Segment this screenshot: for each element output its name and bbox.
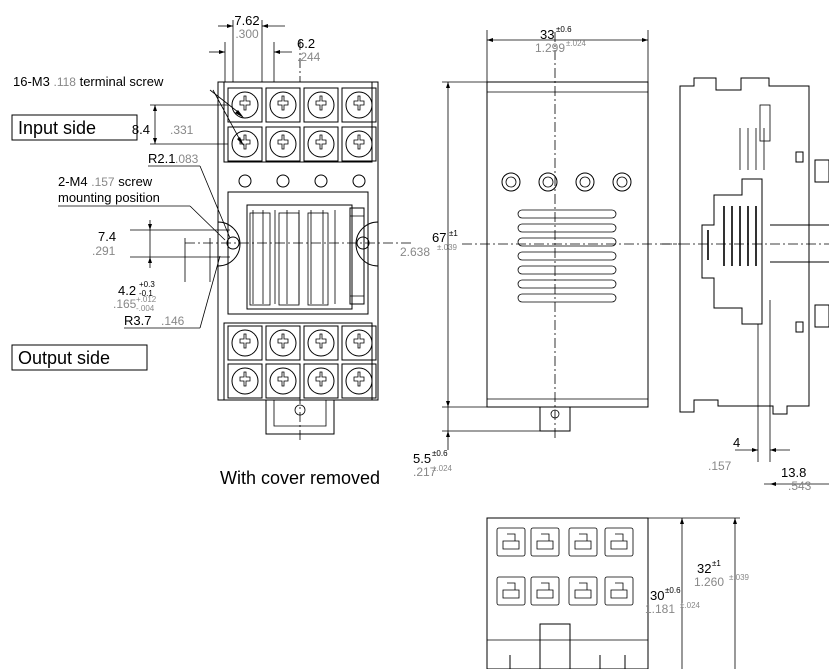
mount-line2: mounting position — [58, 190, 160, 205]
pitch-mm: 7.62 — [234, 13, 259, 28]
socket-front-view — [462, 32, 680, 440]
h74-dimension: 7.4 .291 — [92, 220, 230, 268]
r37-in: .146 — [161, 314, 185, 328]
width62-dimension: 6.2 .244 — [209, 36, 321, 82]
depth-dimension: 13.8 .543 — [764, 465, 829, 493]
d30-mm: 30 — [650, 588, 664, 603]
width-in-tol: ±.024 — [566, 39, 587, 48]
height-in: 2.638 — [400, 245, 430, 259]
tab-in-tol: ±.024 — [432, 464, 453, 473]
d32-mm: 32 — [697, 561, 711, 576]
width-mm-tol: ±0.6 — [556, 25, 572, 34]
terminal-screw-main: 16-M3 — [13, 74, 50, 89]
terminal-screw-suffix: terminal screw — [80, 74, 164, 89]
output-side-box — [11, 344, 148, 371]
mount-suffix: screw — [118, 174, 153, 189]
d30-mm-tol: ±0.6 — [665, 586, 681, 595]
row-dimension: 8.4 .331 — [132, 104, 228, 145]
d32-mm-tol: ±1 — [712, 559, 721, 568]
svg-text:2-M4 .157 screw: 2-M4 .157 screw — [58, 174, 153, 189]
slot-in-plus: +.012 — [136, 295, 157, 304]
input-side-box — [11, 114, 138, 141]
r21-mm: R2.1 — [148, 151, 175, 166]
pitch-dimension: 7.62 .300 — [218, 13, 285, 82]
d30-dimension: 30 ±0.6 1.181 ±.024 — [645, 517, 701, 669]
slot-mm: 4.2 — [118, 283, 136, 298]
terminal-screw-callout: 16-M3 .118 terminal screw — [13, 74, 244, 146]
socket-top-view — [185, 40, 414, 440]
tab-dimension: 5.5 ±0.6 .217 ±.024 — [413, 407, 540, 479]
socket-bottom-view — [486, 517, 649, 669]
output-terminals — [227, 325, 377, 399]
height-in-tol: ±.039 — [437, 243, 458, 252]
w62-in: .244 — [297, 50, 321, 64]
height-mm-tol: ±1 — [449, 229, 458, 238]
width-mm: 33 — [540, 27, 554, 42]
depth-in: .543 — [788, 479, 812, 493]
output-side-label: Output side — [18, 348, 110, 368]
depth-mm: 13.8 — [781, 465, 806, 480]
cover-removed-caption: With cover removed — [220, 468, 380, 488]
width-dimension: 33 ±0.6 1.299 ±.024 — [486, 25, 649, 82]
d30-in: 1.181 — [645, 602, 675, 616]
width-in: 1.299 — [535, 41, 565, 55]
tab-mm-tol: ±0.6 — [432, 449, 448, 458]
height-dimension: 67 ±1 2.638 ±.039 — [400, 81, 487, 408]
row-in: .331 — [170, 123, 194, 137]
slot-mm-plus: +0.3 — [139, 280, 155, 289]
svg-text:16-M3 .118 termina: 16-M3 .118 terminal screw — [13, 74, 164, 89]
terminal-screw-inch: .118 — [53, 75, 76, 89]
mount-inch: .157 — [91, 175, 115, 189]
rail-dimension: 4 .157 — [708, 300, 790, 473]
slot-in-minus: -.004 — [136, 304, 155, 313]
w62-mm: 6.2 — [297, 36, 315, 51]
d32-in: 1.260 — [694, 575, 724, 589]
r21-in: .083 — [175, 152, 199, 166]
d32-in-tol: ±.039 — [729, 573, 750, 582]
row-mm: 8.4 — [132, 122, 150, 137]
h74-in: .291 — [92, 244, 116, 258]
socket-side-view — [662, 77, 829, 415]
slot-dimension: 4.2 +0.3 -0.1 .165 +.012 -.004 — [113, 238, 211, 313]
r37-mm: R3.7 — [124, 313, 151, 328]
d32-dimension: 32 ±1 1.260 ±.039 — [690, 517, 750, 669]
mount-main: 2-M4 — [58, 174, 88, 189]
d30-in-tol: ±.024 — [680, 601, 701, 610]
rail-mm: 4 — [733, 435, 740, 450]
rail-in: .157 — [708, 459, 732, 473]
input-terminals — [227, 87, 377, 162]
height-mm: 67 — [432, 230, 446, 245]
tab-mm: 5.5 — [413, 451, 431, 466]
pitch-in: .300 — [235, 27, 259, 41]
input-side-label: Input side — [18, 118, 96, 138]
slot-in: .165 — [113, 297, 137, 311]
tab-in: .217 — [413, 465, 437, 479]
slot-mm-minus: -0.1 — [139, 289, 153, 298]
h74-mm: 7.4 — [98, 229, 116, 244]
